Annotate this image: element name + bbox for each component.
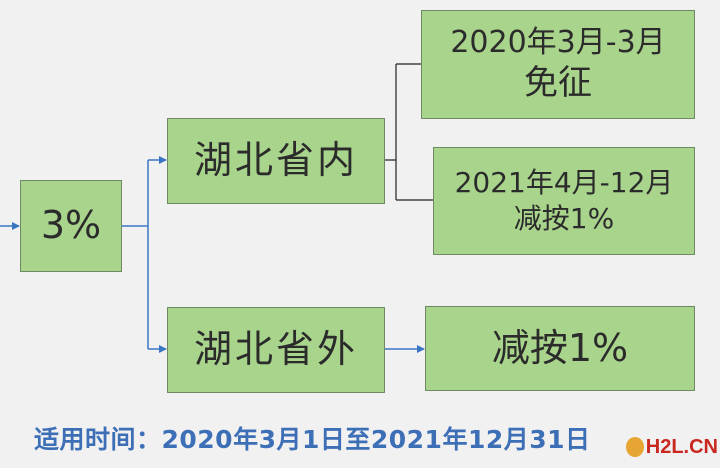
node-result-reduced-outside: 减按1% [425,306,695,391]
node-hubei-outside: 湖北省外 [167,307,385,393]
result-2-period: 2021年4月-12月 [454,165,674,199]
site-watermark: H2L.CN [626,430,718,464]
applicable-period-text: 适用时间：2020年3月1日至2021年12月31日 [34,425,591,454]
node-hubei-inside: 湖北省内 [167,118,385,204]
watermark-logo-icon [626,437,644,457]
node-rate-3-percent: 3% [20,180,122,272]
node-result-exempt: 2020年3月-3月 免征 [421,10,695,119]
result-1-period: 2020年3月-3月 [450,24,666,60]
result-1-policy: 免征 [524,63,592,104]
watermark-text: H2L.CN [645,435,718,458]
node-result-reduced-inside: 2021年4月-12月 减按1% [433,147,695,255]
result-2-policy: 减按1% [513,202,615,235]
